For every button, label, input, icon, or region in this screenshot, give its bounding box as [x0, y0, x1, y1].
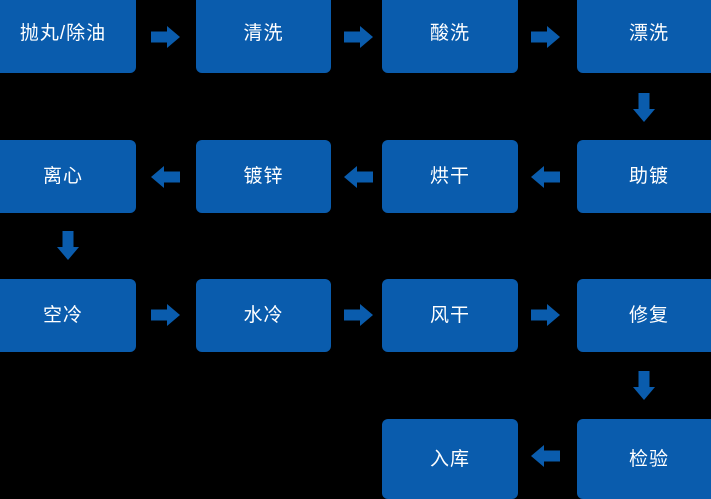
process-node[interactable]: 入库 — [382, 419, 518, 499]
arrow-head — [547, 26, 560, 48]
process-node-label: 空冷 — [42, 305, 83, 326]
arrow-head — [167, 26, 180, 48]
process-node[interactable]: 烘干 — [382, 140, 518, 213]
process-node[interactable]: 检验 — [577, 419, 711, 499]
arrow-right-icon — [531, 304, 560, 326]
arrow-left-icon — [344, 166, 373, 188]
arrow-right-icon — [531, 26, 560, 48]
arrow-shaft — [638, 371, 650, 387]
arrow-left-icon — [531, 166, 560, 188]
arrow-head — [531, 166, 544, 188]
process-node[interactable]: 镀锌 — [196, 140, 331, 213]
arrow-shaft — [151, 31, 167, 43]
process-node[interactable]: 清洗 — [196, 0, 331, 73]
arrow-shaft — [544, 450, 560, 462]
process-node[interactable]: 风干 — [382, 279, 518, 352]
process-node-label: 酸洗 — [429, 23, 470, 44]
process-node-label: 离心 — [42, 166, 83, 187]
arrow-shaft — [151, 309, 167, 321]
process-node-label: 清洗 — [243, 23, 284, 44]
arrow-head — [344, 166, 357, 188]
process-node[interactable]: 助镀 — [577, 140, 711, 213]
process-node-label: 入库 — [429, 448, 470, 470]
process-node-label: 烘干 — [429, 166, 470, 187]
process-node[interactable]: 离心 — [0, 140, 136, 213]
arrow-shaft — [638, 93, 650, 109]
arrow-shaft — [62, 231, 74, 247]
arrow-head — [57, 247, 79, 260]
arrow-right-icon — [151, 26, 180, 48]
arrow-right-icon — [151, 304, 180, 326]
process-node-label: 修复 — [628, 305, 669, 326]
arrow-right-icon — [344, 26, 373, 48]
process-node[interactable]: 修复 — [577, 279, 711, 352]
arrow-shaft — [344, 309, 360, 321]
process-node-label: 检验 — [628, 448, 669, 470]
arrow-shaft — [544, 171, 560, 183]
process-node-label: 镀锌 — [243, 166, 284, 187]
arrow-head — [547, 304, 560, 326]
arrow-head — [151, 166, 164, 188]
arrow-right-icon — [344, 304, 373, 326]
arrow-shaft — [531, 309, 547, 321]
arrow-head — [633, 387, 655, 400]
arrow-shaft — [164, 171, 180, 183]
process-node[interactable]: 漂洗 — [577, 0, 711, 73]
process-node[interactable]: 酸洗 — [382, 0, 518, 73]
arrow-down-icon — [57, 231, 79, 260]
arrow-shaft — [531, 31, 547, 43]
arrow-down-icon — [633, 371, 655, 400]
arrow-shaft — [344, 31, 360, 43]
process-node[interactable]: 抛丸/除油 — [0, 0, 136, 73]
arrow-left-icon — [531, 445, 560, 467]
arrow-head — [531, 445, 544, 467]
arrow-head — [360, 304, 373, 326]
arrow-shaft — [357, 171, 373, 183]
process-node-label: 抛丸/除油 — [19, 23, 107, 44]
arrow-head — [167, 304, 180, 326]
arrow-head — [360, 26, 373, 48]
process-node-label: 风干 — [429, 305, 470, 326]
process-node[interactable]: 空冷 — [0, 279, 136, 352]
arrow-down-icon — [633, 93, 655, 122]
arrow-head — [633, 109, 655, 122]
arrow-left-icon — [151, 166, 180, 188]
process-node-label: 水冷 — [243, 305, 284, 326]
process-node-label: 助镀 — [628, 166, 669, 187]
process-node-label: 漂洗 — [628, 23, 669, 44]
process-node[interactable]: 水冷 — [196, 279, 331, 352]
